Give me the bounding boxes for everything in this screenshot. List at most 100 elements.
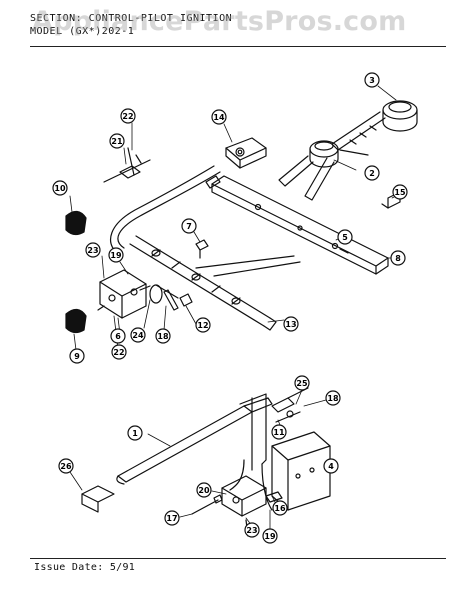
callout-number: 24	[132, 331, 144, 340]
callout-number: 7	[186, 222, 192, 231]
callout-number: 15	[394, 188, 406, 197]
gas-tube	[110, 165, 221, 255]
callout-19: 19	[262, 528, 278, 544]
callout-circle	[196, 482, 212, 498]
callout-number: 1	[132, 429, 138, 438]
callout-number: 16	[274, 504, 286, 513]
callout-circle	[244, 522, 260, 538]
callout-23: 23	[244, 522, 260, 538]
bracket-26	[81, 485, 115, 513]
callout-circle	[120, 108, 136, 124]
callout-number: 18	[157, 332, 169, 341]
callout-number: 13	[285, 320, 296, 329]
callout-circle	[262, 528, 278, 544]
callout-12: 12	[195, 317, 211, 333]
callout-8: 8	[390, 250, 406, 266]
callout-circle	[164, 510, 180, 526]
callout-circle	[111, 344, 127, 360]
knob-10	[65, 210, 87, 236]
callout-14: 14	[211, 109, 227, 125]
callout-4: 4	[323, 458, 339, 474]
burner-3	[331, 100, 418, 151]
callout-24: 24	[130, 327, 146, 343]
section-title: SECTION: CONTROL-PILOT IGNITION	[30, 13, 233, 24]
callout-number: 12	[197, 321, 208, 330]
callout-number: 4	[328, 462, 334, 471]
callout-circle	[337, 229, 353, 245]
callout-circle	[323, 458, 339, 474]
knob-9	[65, 308, 87, 334]
header-rule	[30, 46, 446, 47]
callout-21: 21	[109, 133, 125, 149]
callout-20: 20	[196, 482, 212, 498]
page-header: SECTION: CONTROL-PILOT IGNITION MODEL (G…	[30, 12, 450, 44]
callout-number: 19	[264, 532, 276, 541]
callout-number: 20	[198, 486, 210, 495]
callout-circle	[85, 242, 101, 258]
callout-number: 23	[87, 246, 98, 255]
callout-11: 11	[271, 424, 287, 440]
callout-number: 3	[369, 76, 375, 85]
callout-7: 7	[181, 218, 197, 234]
callout-2: 2	[364, 165, 380, 181]
callout-1: 1	[127, 425, 143, 441]
valve-21	[103, 147, 151, 183]
callout-22: 22	[120, 108, 136, 124]
callout-circle	[127, 425, 143, 441]
callout-number: 21	[111, 137, 123, 146]
callout-number: 26	[60, 462, 72, 471]
callout-5: 5	[337, 229, 353, 245]
callout-circle	[109, 133, 125, 149]
lower-tube-1	[116, 397, 273, 485]
pilot-tube-12	[195, 255, 301, 277]
callout-number: 6	[115, 332, 121, 341]
callout-number: 22	[113, 348, 124, 357]
lower-bracket	[229, 393, 273, 511]
callout-circle	[294, 375, 310, 391]
callout-number: 25	[296, 379, 308, 388]
callout-circle	[195, 317, 211, 333]
footer-rule	[30, 558, 446, 559]
callout-18: 18	[155, 328, 171, 344]
regulator-cluster	[97, 269, 193, 319]
callout-circle	[130, 327, 146, 343]
issue-date: Issue Date: 5/91	[34, 562, 136, 573]
callout-19: 19	[108, 247, 124, 263]
leader-lines	[69, 85, 401, 533]
callout-circle	[69, 348, 85, 364]
burner-2	[278, 140, 369, 201]
callout-25: 25	[294, 375, 310, 391]
callout-number: 14	[213, 113, 225, 122]
callout-circle	[364, 72, 380, 88]
callout-number: 10	[54, 184, 66, 193]
callout-13: 13	[283, 316, 299, 332]
callout-17: 17	[164, 510, 180, 526]
callout-26: 26	[58, 458, 74, 474]
fitting-7	[195, 239, 209, 259]
callout-circle	[364, 165, 380, 181]
callout-number: 9	[74, 352, 80, 361]
callout-circle	[272, 500, 288, 516]
callout-circle	[283, 316, 299, 332]
callout-number: 17	[166, 514, 177, 523]
callout-15: 15	[392, 184, 408, 200]
callout-number: 5	[342, 233, 348, 242]
pin-17	[191, 494, 223, 515]
callout-circle	[325, 390, 341, 406]
callout-number: 2	[369, 169, 375, 178]
callout-circle	[52, 180, 68, 196]
callout-circle	[211, 109, 227, 125]
callout-circle	[155, 328, 171, 344]
callout-16: 16	[272, 500, 288, 516]
callout-3: 3	[364, 72, 380, 88]
callout-18: 18	[325, 390, 341, 406]
manifold-pipe-13	[129, 235, 277, 331]
callout-6: 6	[110, 328, 126, 344]
manifold-bracket-8	[211, 175, 389, 275]
callout-number: 22	[122, 112, 133, 121]
callout-number: 23	[246, 526, 257, 535]
callout-10: 10	[52, 180, 68, 196]
callout-number: 19	[110, 251, 122, 260]
callout-number: 8	[395, 254, 401, 263]
